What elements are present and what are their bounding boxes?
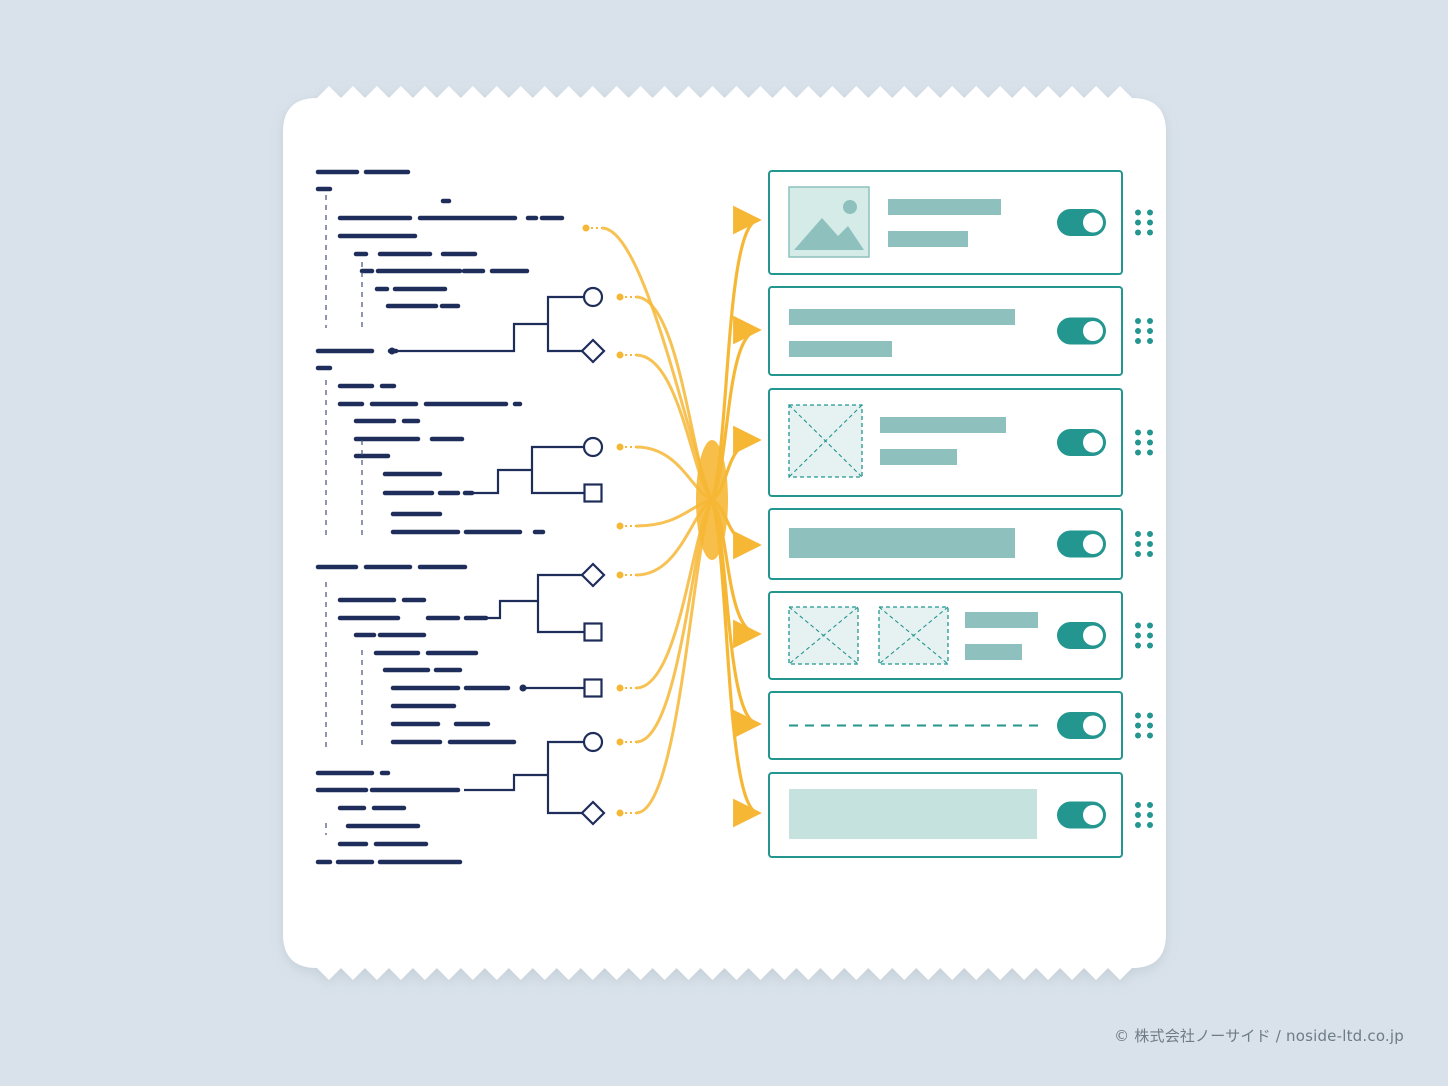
toggle-knob	[1083, 212, 1103, 233]
wide-bar	[789, 528, 1015, 558]
toggle-knob	[1083, 321, 1103, 341]
content-block	[789, 789, 1037, 839]
drag-handle-icon	[1147, 541, 1153, 547]
drag-handle-icon	[1135, 551, 1141, 557]
diamond-node-icon	[580, 562, 606, 588]
drag-handle-icon	[1147, 722, 1153, 729]
drag-handle-icon	[1147, 551, 1153, 557]
drag-handle-icon	[1135, 622, 1141, 629]
square-node-icon	[583, 483, 603, 503]
drag-handle-icon	[1147, 209, 1153, 216]
drag-handle-icon	[1135, 328, 1141, 334]
drag-handle-icon	[1147, 531, 1153, 537]
drag-handle-icon	[1135, 338, 1141, 344]
component-tree	[388, 286, 606, 826]
drag-handle-icon	[1135, 632, 1141, 639]
toggle-knob	[1083, 625, 1103, 646]
drag-handle-icon	[1147, 219, 1153, 226]
tree-root-dot	[388, 347, 396, 355]
placeholder-cross	[878, 606, 949, 665]
drag-handle-icon	[1147, 439, 1153, 446]
drag-handle-icon	[1147, 822, 1153, 828]
mountain-shape	[794, 218, 864, 250]
diamond-node-icon	[580, 338, 606, 364]
tree-branch	[470, 445, 584, 495]
flow-hub	[696, 440, 728, 560]
drag-handle-icon	[1135, 318, 1141, 324]
drag-handle-icon	[1147, 622, 1153, 629]
drag-handle-icon	[1147, 632, 1153, 639]
toggle-knob	[1083, 805, 1103, 825]
text-placeholder-bar	[789, 341, 892, 357]
circle-node-icon	[582, 731, 604, 753]
placeholder-cross	[788, 404, 863, 478]
square-node-icon	[583, 622, 603, 642]
text-placeholder-bar	[880, 449, 957, 465]
tree-root-dot	[519, 684, 527, 692]
circle-node-icon	[582, 436, 604, 458]
text-placeholder-bar	[888, 231, 968, 247]
text-placeholder-bar	[789, 309, 1015, 325]
drag-handle-icon	[1147, 338, 1153, 344]
drag-handle-icon	[1135, 642, 1141, 649]
component-card	[768, 691, 1123, 760]
text-placeholder-bar	[965, 644, 1022, 660]
drag-handle-icon	[1147, 229, 1153, 236]
tree-branch	[464, 573, 584, 634]
toggle-knob	[1083, 432, 1103, 453]
diamond-node-icon	[580, 800, 606, 826]
drag-handle-icon	[1147, 732, 1153, 739]
drag-handle-icon	[1135, 531, 1141, 537]
text-placeholder-bar	[965, 612, 1038, 628]
drag-handle-icon	[1135, 229, 1141, 236]
drag-handle-icon	[1135, 449, 1141, 456]
toggle-knob	[1083, 715, 1103, 736]
drag-handle-icon	[1135, 219, 1141, 226]
tree-branch	[392, 295, 584, 353]
drag-handle-icon	[1135, 802, 1141, 808]
text-placeholder-bar	[880, 417, 1006, 433]
drag-handle-icon	[1147, 328, 1153, 334]
drag-handle-icon	[1135, 812, 1141, 818]
copyright-credit: © 株式会社ノーサイド / noside-ltd.co.jp	[1114, 1027, 1404, 1045]
sun-shape	[843, 200, 857, 214]
tree-branch	[464, 740, 584, 815]
drag-handle-icon	[1147, 429, 1153, 436]
toggle-knob	[1083, 534, 1103, 554]
text-placeholder-bar	[888, 199, 1001, 215]
drag-handle-icon	[1147, 812, 1153, 818]
drag-handle-icon	[1147, 802, 1153, 808]
drag-handle-icon	[1147, 642, 1153, 649]
circle-node-icon	[582, 286, 604, 308]
drag-handle-icon	[1135, 732, 1141, 739]
square-node-icon	[583, 678, 603, 698]
drag-handle-icon	[1135, 209, 1141, 216]
component-list	[768, 170, 1153, 858]
drag-handle-icon	[1147, 449, 1153, 456]
drag-handle-icon	[1135, 722, 1141, 729]
placeholder-cross	[788, 606, 859, 665]
data-flows	[582, 205, 762, 828]
drag-handle-icon	[1147, 712, 1153, 719]
drag-handle-icon	[1135, 822, 1141, 828]
drag-handle-icon	[1135, 712, 1141, 719]
drag-handle-icon	[1135, 429, 1141, 436]
drag-handle-icon	[1135, 541, 1141, 547]
drag-handle-icon	[1135, 439, 1141, 446]
drag-handle-icon	[1147, 318, 1153, 324]
